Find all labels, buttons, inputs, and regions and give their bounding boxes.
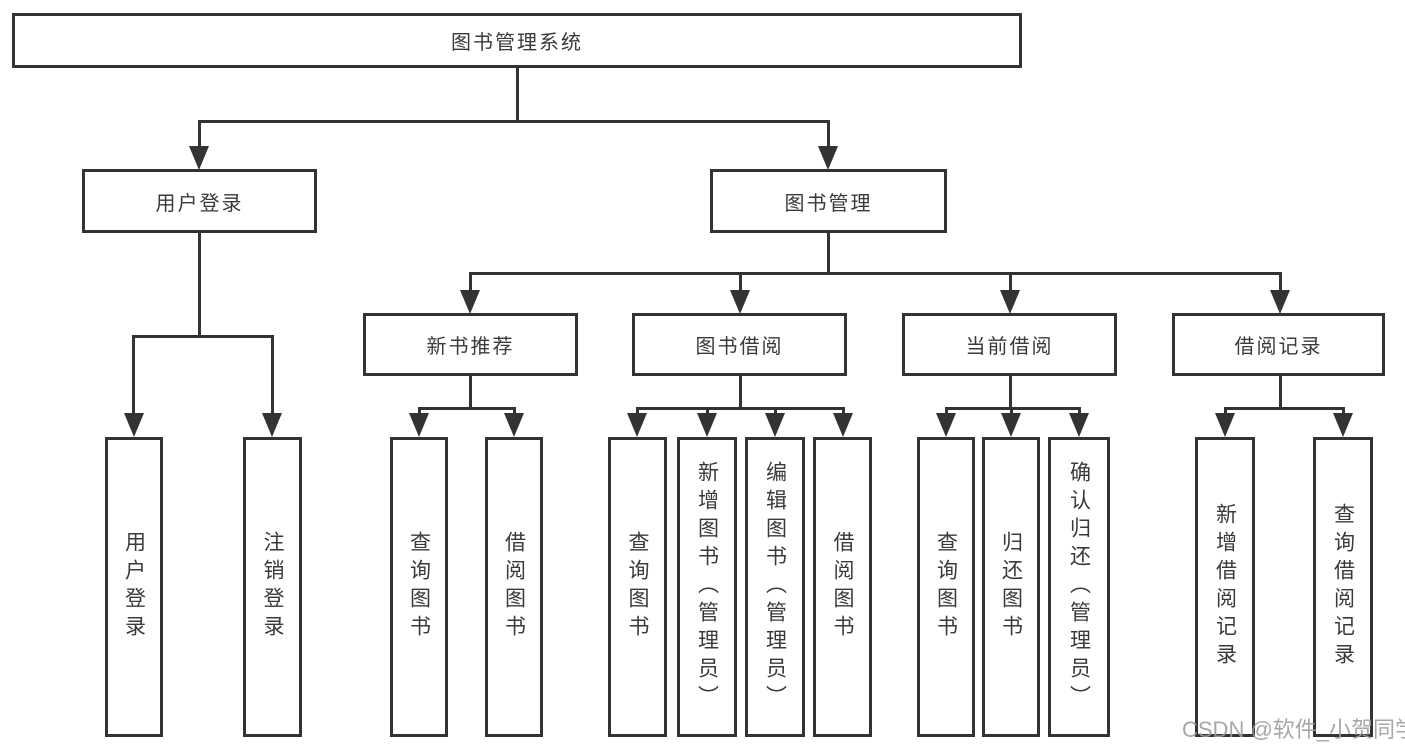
arrowhead-down-icon bbox=[1270, 290, 1290, 314]
node-user-login: 用户登录 bbox=[82, 169, 317, 233]
connector-leaf-drop bbox=[1078, 407, 1081, 417]
connector-leaf-drop bbox=[1224, 407, 1227, 417]
leaf-borrowing-query: 查询图书 bbox=[608, 437, 667, 737]
arrowhead-down-icon bbox=[936, 413, 956, 437]
connector-leaf-drop bbox=[774, 407, 777, 417]
arrowhead-down-icon bbox=[818, 146, 838, 170]
node-new-books: 新书推荐 bbox=[363, 313, 578, 376]
watermark: CSDN @软件_小贺同学 bbox=[1182, 717, 1405, 742]
arrowhead-down-icon bbox=[833, 413, 853, 437]
connector-drop-current bbox=[1009, 272, 1012, 294]
arrowhead-down-icon bbox=[409, 413, 429, 437]
leaf-logout: 注销登录 bbox=[243, 437, 302, 737]
connector-borrowing-stem bbox=[739, 376, 742, 410]
arrowhead-down-icon bbox=[1069, 413, 1089, 437]
leaf-borrowing-edit: 编辑图书（管理员） bbox=[745, 437, 805, 737]
connector-new-books-bar bbox=[418, 407, 516, 410]
connector-leaf-drop bbox=[842, 407, 845, 417]
arrowhead-down-icon bbox=[1000, 290, 1020, 314]
connector-user-login-stem bbox=[198, 233, 201, 338]
connector-new-books-stem bbox=[469, 376, 472, 410]
connector-records-bar bbox=[1224, 407, 1345, 410]
leaf-user-login: 用户登录 bbox=[105, 437, 163, 737]
arrowhead-down-icon bbox=[1215, 413, 1235, 437]
connector-leaf-drop bbox=[418, 407, 421, 417]
connector-leaf-drop bbox=[706, 407, 709, 417]
arrowhead-down-icon bbox=[262, 413, 282, 437]
connector-drop-book-mgmt bbox=[827, 120, 830, 148]
leaf-records-query: 查询借阅记录 bbox=[1313, 437, 1373, 737]
connector-root-stem bbox=[516, 68, 519, 123]
leaf-borrowing-borrow: 借阅图书 bbox=[813, 437, 872, 737]
connector-leaf-drop bbox=[1010, 407, 1013, 417]
leaf-current-query: 查询图书 bbox=[917, 437, 975, 737]
node-root: 图书管理系统 bbox=[12, 13, 1022, 68]
arrowhead-down-icon bbox=[730, 290, 750, 314]
node-book-mgmt: 图书管理 bbox=[710, 169, 947, 233]
node-borrow-records: 借阅记录 bbox=[1172, 313, 1385, 376]
connector-drop-login bbox=[132, 335, 135, 415]
connector-level3-bar bbox=[469, 272, 1282, 275]
arrowhead-down-icon bbox=[765, 413, 785, 437]
connector-drop-logout bbox=[271, 335, 274, 415]
arrowhead-down-icon bbox=[697, 413, 717, 437]
arrowhead-down-icon bbox=[460, 290, 480, 314]
connector-borrowing-bar bbox=[636, 407, 845, 410]
connector-drop-new-books bbox=[469, 272, 472, 294]
connector-book-mgmt-stem bbox=[827, 233, 830, 275]
connector-leaf-drop bbox=[513, 407, 516, 417]
leaf-newbooks-query: 查询图书 bbox=[390, 437, 448, 737]
connector-current-bar bbox=[945, 407, 1081, 410]
node-borrowing: 图书借阅 bbox=[632, 313, 847, 376]
connector-current-stem bbox=[1009, 376, 1012, 410]
connector-drop-records bbox=[1279, 272, 1282, 294]
connector-leaf-drop bbox=[945, 407, 948, 417]
leaf-records-add: 新增借阅记录 bbox=[1195, 437, 1255, 737]
connector-level1-bar bbox=[198, 120, 830, 123]
arrowhead-down-icon bbox=[189, 146, 209, 170]
arrowhead-down-icon bbox=[1001, 413, 1021, 437]
connector-drop-borrowing bbox=[739, 272, 742, 294]
arrowhead-down-icon bbox=[124, 413, 144, 437]
arrowhead-down-icon bbox=[504, 413, 524, 437]
leaf-borrowing-add: 新增图书（管理员） bbox=[677, 437, 737, 737]
leaf-current-return: 归还图书 bbox=[982, 437, 1040, 737]
arrowhead-down-icon bbox=[1333, 413, 1353, 437]
connector-user-login-bar bbox=[133, 335, 274, 338]
node-current-borrow: 当前借阅 bbox=[902, 313, 1117, 376]
connector-drop-user-login bbox=[198, 120, 201, 148]
arrowhead-down-icon bbox=[627, 413, 647, 437]
connector-leaf-drop bbox=[1342, 407, 1345, 417]
connector-records-stem bbox=[1279, 376, 1282, 410]
connector-leaf-drop bbox=[636, 407, 639, 417]
leaf-newbooks-borrow: 借阅图书 bbox=[485, 437, 543, 737]
leaf-current-confirm: 确认归还（管理员） bbox=[1048, 437, 1110, 737]
